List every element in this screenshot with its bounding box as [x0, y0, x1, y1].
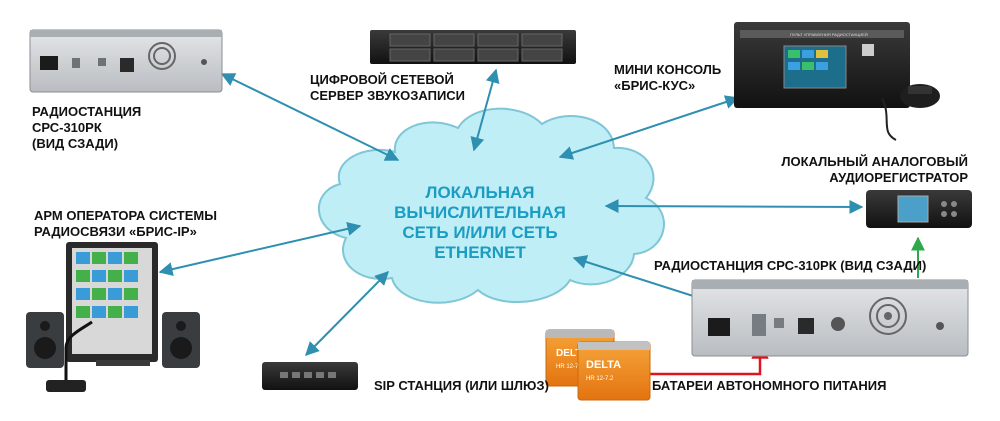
battery-model-back: HR 12-7.2	[556, 364, 584, 370]
batteries-device: DELTA HR 12-7.2 DELTA HR 12-7.2	[545, 329, 651, 401]
battery-brand-back: DELTA	[556, 348, 588, 359]
workstation-label: АРМ ОПЕРАТОРА СИСТЕМЫ РАДИОСВЯЗИ «БРИС-I…	[34, 208, 217, 239]
sip-label: SIP СТАНЦИЯ (ИЛИ ШЛЮЗ)	[374, 378, 549, 393]
link-radio-top	[220, 73, 400, 161]
recorder-label: ЛОКАЛЬНЫЙ АНАЛОГОВЫЙ АУДИОРЕГИСТРАТОР	[781, 154, 968, 185]
radio-bottom-device	[691, 279, 969, 357]
batteries-label: БАТАРЕИ АВТОНОМНОГО ПИТАНИЯ	[652, 378, 887, 393]
radio-bottom-label: РАДИОСТАНЦИЯ СРС-310РК (ВИД СЗАДИ)	[654, 258, 927, 273]
radio-top-device	[29, 29, 223, 93]
server-label: ЦИФРОВОЙ СЕТЕВОЙ СЕРВЕР ЗВУКОЗАПИСИ	[310, 72, 466, 103]
mini-console-device: ПУЛЬТ УПРАВЛЕНИЯ РАДИОСТАНЦИЕЙ	[734, 22, 940, 141]
battery-brand-front: DELTA	[586, 359, 621, 371]
workstation-device	[26, 242, 200, 392]
sip-device	[262, 362, 358, 390]
radio-top-label: РАДИОСТАНЦИЯ СРС-310РК (ВИД СЗАДИ)	[32, 104, 142, 151]
link-server	[470, 68, 500, 152]
recorder-device	[866, 190, 972, 228]
link-recorder	[604, 199, 864, 214]
mini-console-panel-text: ПУЛЬТ УПРАВЛЕНИЯ РАДИОСТАНЦИЕЙ	[790, 32, 868, 37]
cloud-label: ЛОКАЛЬНАЯ ВЫЧИСЛИТЕЛЬНАЯ СЕТЬ И/ИЛИ СЕТЬ…	[394, 183, 566, 262]
link-workstation	[158, 222, 362, 276]
link-mini-console	[558, 95, 740, 160]
battery-model-front: HR 12-7.2	[586, 376, 614, 382]
server-device	[370, 30, 576, 64]
mini-console-label: МИНИ КОНСОЛЬ «БРИС-КУС»	[614, 62, 722, 93]
link-sip	[305, 271, 389, 356]
